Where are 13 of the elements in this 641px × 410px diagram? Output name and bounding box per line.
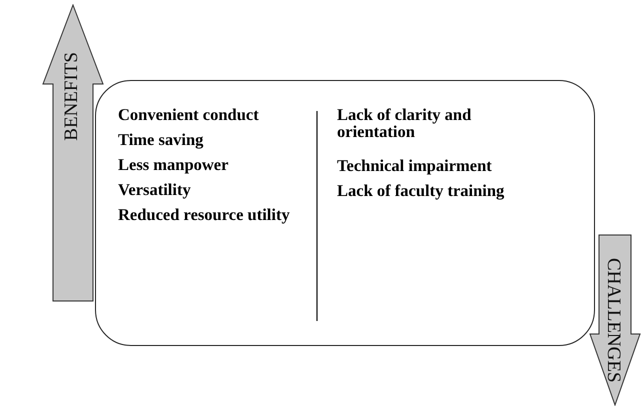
list-item: Reduced resource utility bbox=[118, 206, 290, 223]
arrow-label: BENEFITS bbox=[62, 52, 81, 141]
list-item: Lack of faculty training bbox=[337, 182, 504, 199]
list-item: Less manpower bbox=[118, 156, 228, 173]
down-arrow bbox=[589, 234, 641, 406]
list-item: Technical impairment bbox=[337, 157, 492, 174]
rounded-panel bbox=[95, 80, 595, 346]
list-item: Convenient conduct bbox=[118, 106, 259, 123]
arrow-label: CHALLENGES bbox=[604, 258, 623, 383]
list-item: Time saving bbox=[118, 131, 204, 148]
up-arrow bbox=[42, 4, 104, 302]
list-item: Lack of clarity and orientation bbox=[337, 106, 472, 140]
list-item: Versatility bbox=[118, 181, 191, 198]
